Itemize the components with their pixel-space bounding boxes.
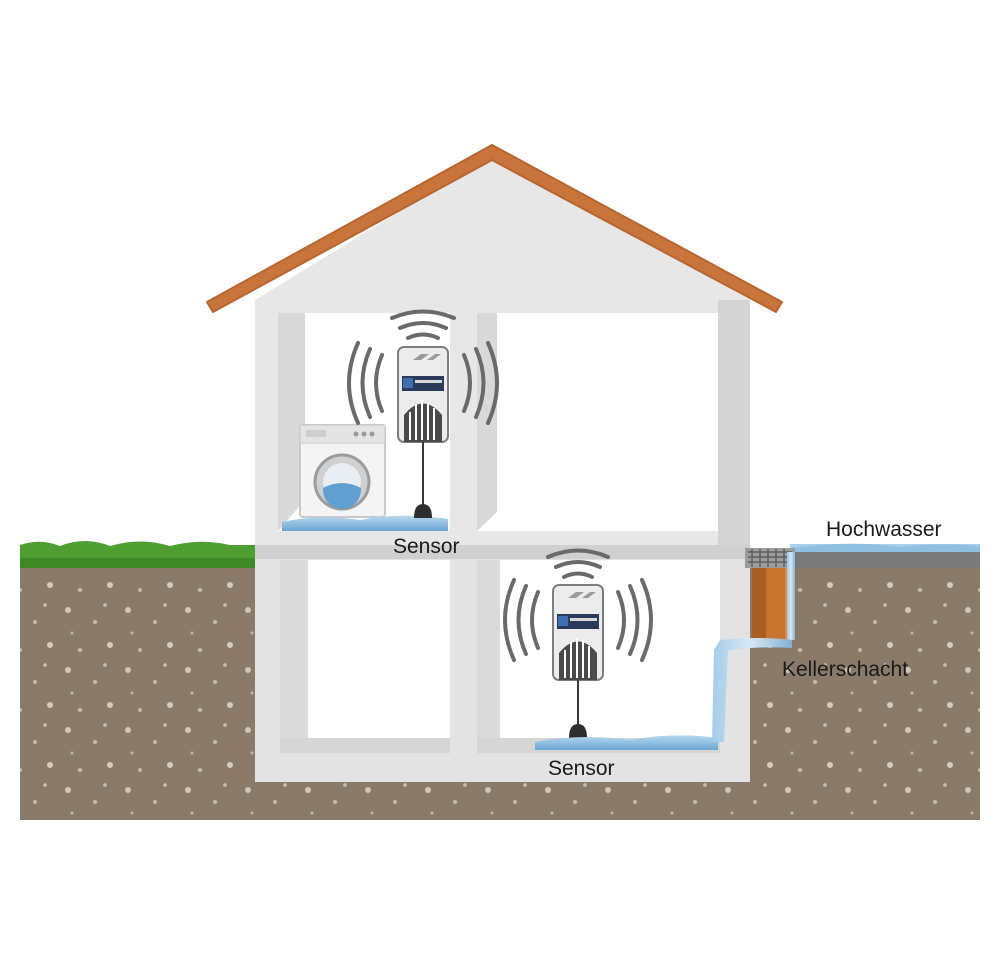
flood-label: Hochwasser xyxy=(826,518,942,541)
roof xyxy=(206,144,783,313)
lower-detector xyxy=(503,548,653,738)
flood-water xyxy=(790,543,980,552)
upper-detector xyxy=(347,309,499,518)
street xyxy=(790,548,980,568)
water-detector-icon xyxy=(397,346,449,518)
upper-water xyxy=(282,515,448,531)
water-detector-icon xyxy=(552,584,604,738)
lower-left-room xyxy=(280,560,450,753)
signal-waves-icon xyxy=(347,309,499,425)
upper-right-room xyxy=(477,313,718,531)
basement-waterfall xyxy=(712,638,792,742)
basement-water xyxy=(535,735,718,750)
sensor-label-lower: Sensor xyxy=(548,757,615,780)
cellar-shaft-label: Kellerschacht xyxy=(782,658,908,681)
washing-machine-icon xyxy=(299,424,386,518)
sensor-label-upper: Sensor xyxy=(393,535,460,558)
signal-waves-icon xyxy=(503,548,653,662)
shaft-waterfall xyxy=(787,552,795,640)
